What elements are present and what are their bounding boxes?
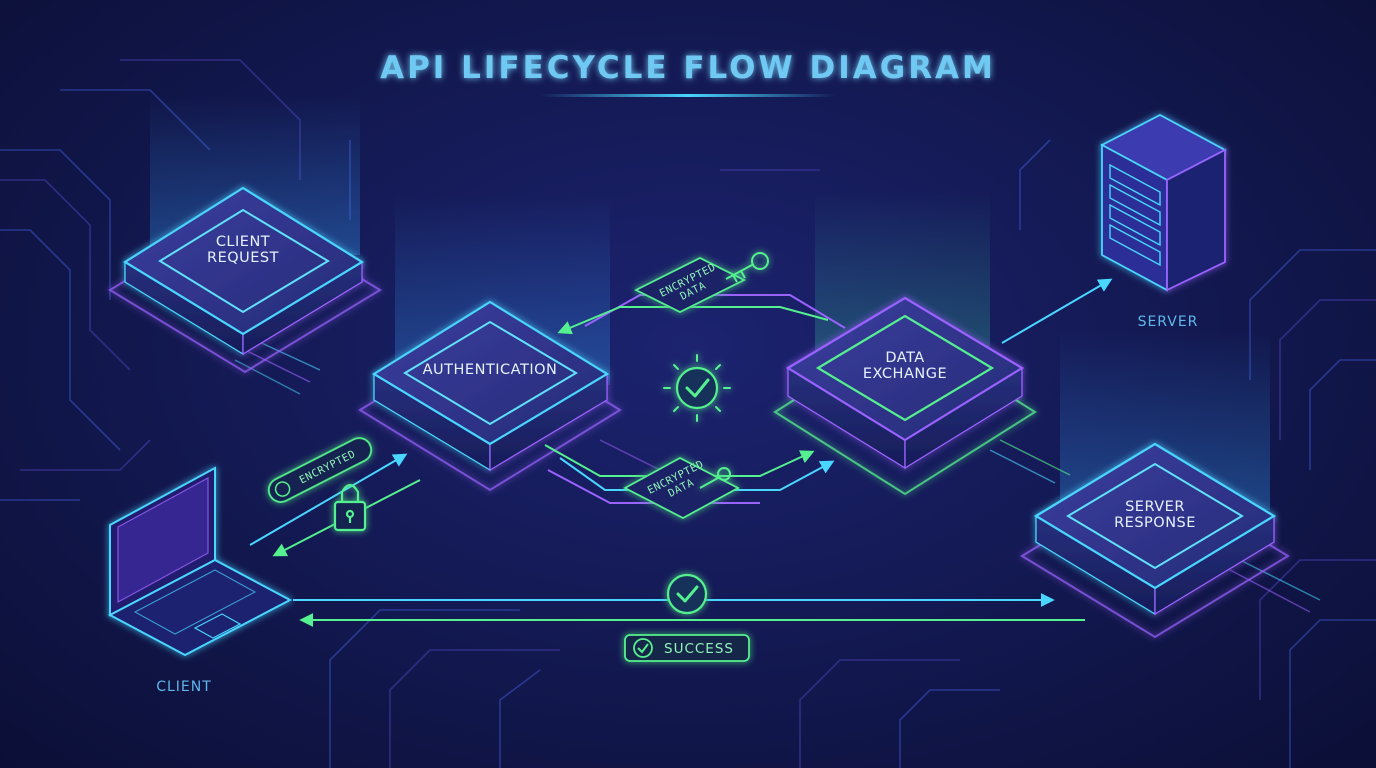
node-authentication-label: AUTHENTICATION [423, 362, 558, 378]
node-client-request-line2: REQUEST [207, 250, 279, 266]
success-tag: SUCCESS [624, 634, 750, 662]
encrypted-data-tag-top: ENCRYPTED DATA [633, 256, 747, 314]
key-icon [699, 467, 731, 489]
encrypted-data-tag-bottom: ENCRYPTED DATA [623, 456, 740, 520]
client-device-label: CLIENT [156, 679, 212, 695]
laptop-icon [107, 466, 293, 657]
server-rack-icon [1100, 113, 1227, 292]
title-underline [540, 94, 836, 97]
node-client-request-line1: CLIENT [216, 234, 270, 250]
diagram-title: API LIFECYCLE FLOW DIAGRAM [380, 50, 996, 86]
key-icon [725, 252, 769, 283]
circuit-traces [0, 59, 1376, 768]
success-tag-label: SUCCESS [664, 641, 734, 657]
node-data-exchange-line2: EXCHANGE [863, 366, 947, 382]
node-server-response[interactable] [1020, 442, 1290, 639]
success-check-icon [666, 573, 708, 615]
node-server-response-line1: SERVER [1125, 499, 1185, 515]
lock-icon [333, 483, 367, 532]
verified-check-icon [663, 354, 731, 422]
server-device-label: SERVER [1138, 314, 1199, 330]
node-data-exchange[interactable] [773, 296, 1037, 496]
node-authentication[interactable] [358, 300, 622, 492]
node-server-response-line2: RESPONSE [1114, 515, 1196, 531]
platform-traces [234, 339, 1321, 613]
node-client-request[interactable] [108, 186, 382, 374]
node-data-exchange-line1: DATA [885, 350, 924, 366]
title-group: API LIFECYCLE FLOW DIAGRAM [380, 50, 996, 97]
